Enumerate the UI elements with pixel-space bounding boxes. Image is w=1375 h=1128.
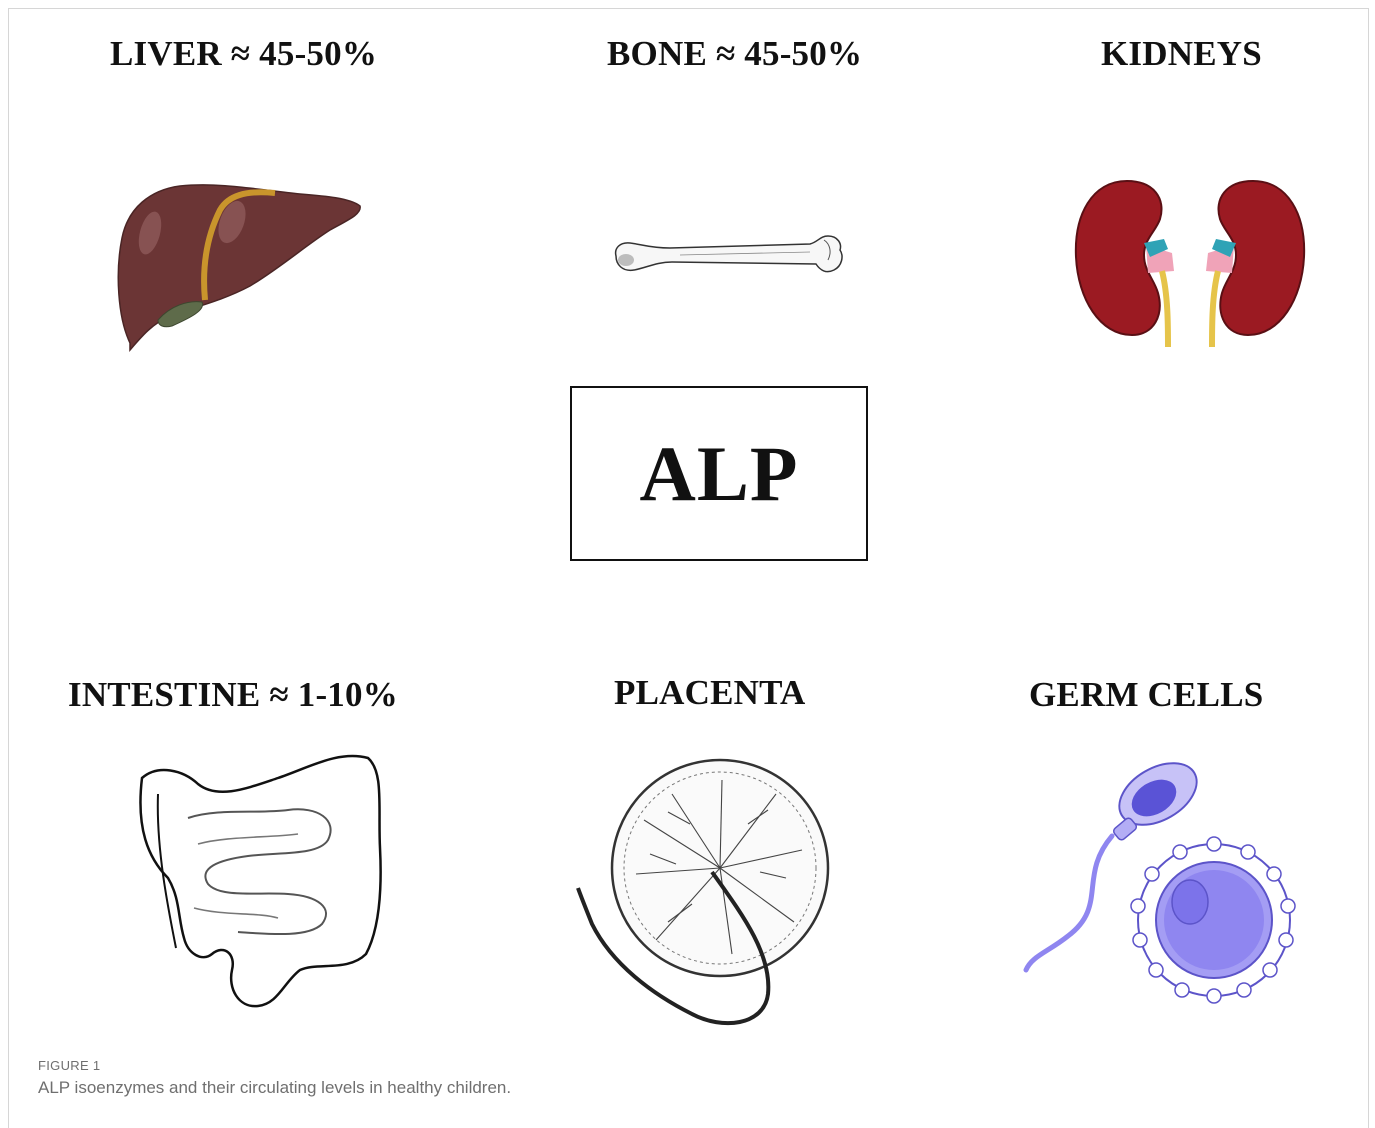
bone-icon (610, 230, 846, 278)
figure-caption-label: FIGURE 1 (38, 1058, 100, 1073)
germ-cells-icon (1018, 756, 1302, 1012)
tissue-label-intestine: INTESTINE ≈ 1-10% (68, 675, 398, 715)
liver-icon (110, 178, 370, 358)
tissue-label-germ-cells: GERM CELLS (1029, 675, 1263, 715)
alp-center-label: ALP (640, 429, 799, 519)
tissue-label-placenta: PLACENTA (614, 673, 806, 713)
alp-center-box: ALP (570, 386, 868, 561)
placenta-icon (572, 754, 840, 1036)
intestine-icon (128, 748, 384, 1010)
tissue-label-bone: BONE ≈ 45-50% (607, 34, 862, 74)
tissue-label-liver: LIVER ≈ 45-50% (110, 34, 377, 74)
kidneys-icon (1072, 175, 1308, 353)
tissue-label-kidneys: KIDNEYS (1101, 34, 1262, 74)
figure-caption-text: ALP isoenzymes and their circulating lev… (38, 1078, 511, 1098)
